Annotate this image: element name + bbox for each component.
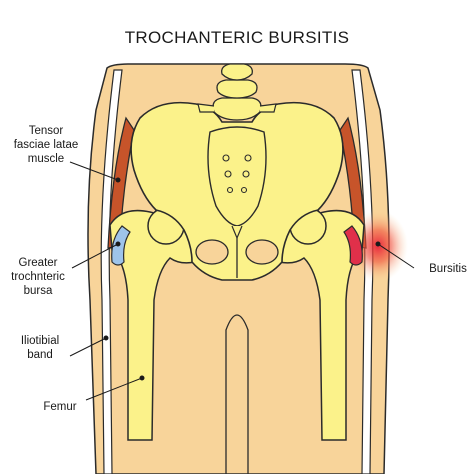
- obturator-foramen-right: [245, 239, 279, 265]
- label-tensor-fasciae-latae: Tensor fasciae latae muscle: [14, 125, 79, 165]
- bursitis-inflamed-bursa: [343, 225, 363, 266]
- iliotibial-band-right: [351, 69, 374, 474]
- trochanteric-bursa-left: [111, 225, 131, 266]
- coccyx: [231, 225, 243, 240]
- diagram-title: TROCHANTERIC BURSITIS: [124, 28, 350, 47]
- sacrum: [207, 126, 267, 227]
- label-line: muscle: [28, 153, 64, 165]
- label-femur: Femur: [43, 401, 76, 413]
- leader-lines: [69, 161, 415, 401]
- vertebral-process-right: [259, 103, 277, 113]
- iliotibial-band-left: [100, 69, 123, 474]
- thigh-divider: [225, 314, 249, 474]
- femur-right: [276, 209, 365, 441]
- femur-left: [109, 209, 198, 441]
- label-iliotibial-band: Iliotibial band: [21, 335, 59, 361]
- label-line: Iliotibial: [21, 335, 59, 347]
- label-line: trochnteric: [11, 271, 65, 283]
- obturator-foramen-left: [195, 239, 229, 265]
- vertebral-process-left: [197, 103, 215, 113]
- vertebra-l5: [212, 97, 262, 121]
- label-bursitis: Bursitis: [429, 263, 467, 275]
- label-line: band: [27, 349, 53, 361]
- vertebra-l3: [221, 63, 253, 81]
- label-line: fasciae latae: [14, 139, 79, 151]
- label-line: Femur: [43, 401, 76, 413]
- label-line: bursa: [24, 285, 53, 297]
- label-line: Greater: [19, 257, 58, 269]
- label-greater-trochanteric-bursa: Greater trochnteric bursa: [11, 257, 65, 297]
- sacral-foramina: [222, 154, 252, 194]
- label-line: Tensor: [29, 125, 64, 137]
- label-line: Bursitis: [429, 263, 467, 275]
- vertebra-l4: [216, 79, 258, 99]
